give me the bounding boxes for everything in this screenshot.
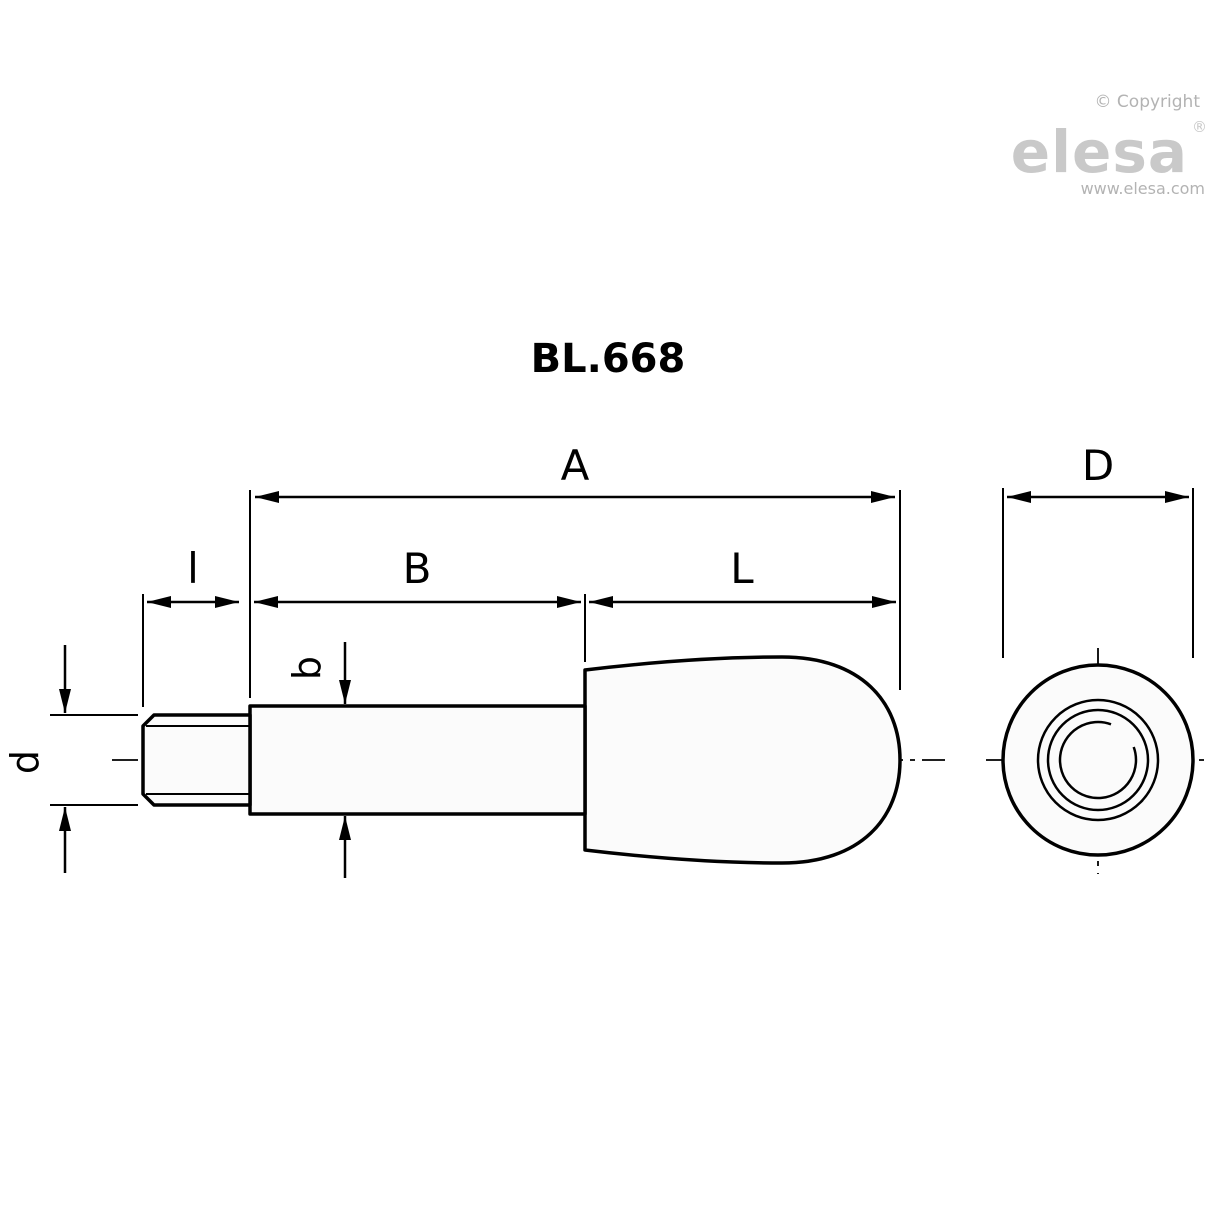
dim-label-B: B <box>403 544 432 593</box>
registered-mark: ® <box>1192 118 1207 136</box>
shank-outline <box>248 704 587 816</box>
dim-label-D: D <box>1082 441 1114 490</box>
dim-label-d: d <box>3 750 47 774</box>
boss-circle <box>1036 698 1160 822</box>
elesa-logo: elesa <box>1011 118 1188 186</box>
handle-knob-outline <box>583 655 902 865</box>
dim-label-L: L <box>730 544 754 593</box>
website-text: www.elesa.com <box>1081 179 1205 198</box>
dim-label-b: b <box>285 656 329 680</box>
bore-circle <box>1046 708 1150 812</box>
copyright-text: © Copyright <box>1095 92 1201 112</box>
dim-label-l: l <box>187 544 199 593</box>
side-view <box>141 655 902 865</box>
dim-label-A: A <box>561 441 590 490</box>
thread-arc <box>1058 720 1138 800</box>
knob-outer-circle <box>1001 663 1195 857</box>
part-number-title: BL.668 <box>531 336 686 382</box>
end-view <box>1001 663 1195 857</box>
brand-block: © Copyright elesa ® www.elesa.com <box>1011 92 1207 198</box>
threaded-stud-outline <box>141 713 252 807</box>
